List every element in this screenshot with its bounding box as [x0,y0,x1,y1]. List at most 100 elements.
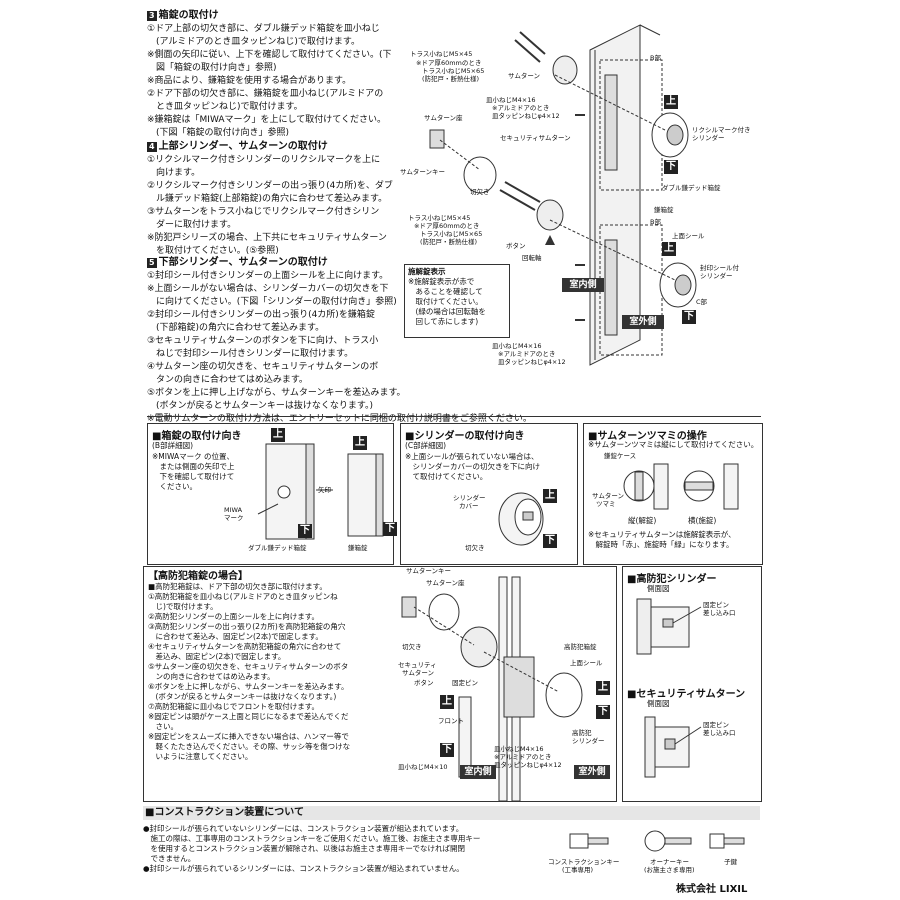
label-truss-note-2a: ※ドア厚60mmのとき [414,222,480,230]
panel-a-drawing [257,443,384,540]
panel-a-line: 下を確認して取付けて [152,472,235,481]
high-sec-thumb-a: セキュリティ [398,661,437,669]
high-line: ⑤サムターン座の切欠きを、セキュリティサムターンのボタ [148,662,349,671]
high-line: ②高防犯シリンダーの上面シールを上に向けます。 [148,612,319,621]
high-outdoor: 室外側 [574,765,610,779]
owner-key-label: オーナーキー [650,858,689,866]
label-truss-note-2b: トラス小ねじM5×65 [420,230,483,238]
divider-1 [147,416,761,417]
section4-line: ※防犯戸シリーズの場合、上下共にセキュリティサムターン [147,233,387,243]
label-thumb-key: サムターンキー [400,168,446,176]
release-title: 施解錠表示 [408,267,446,276]
high-front: フロント [438,717,464,725]
panel-c-knob-a: サムターン [592,492,625,500]
label-truss-note-1a: ※ドア厚60mmのとき [416,59,482,67]
section4-line: ③サムターンをトラス小ねじでリクシルマーク付きシリン [147,207,380,217]
high-security-section: 【高防犯箱錠の場合】 ■高防犯箱錠は、ドア下部の切欠き部に取付けます。①高防犯箱… [143,566,617,802]
section3-line: ※鎌箱錠は「MIWAマーク」を上にして取付けてください。 [147,115,386,125]
section3-title-text: 箱錠の取付け [158,10,219,21]
high-up-2: 上 [596,681,610,695]
high-line: さい。 [148,722,178,731]
label-part-c: C部 [696,298,708,306]
panel-b-line: ※上面シールが張られていない場合は、 [405,452,539,461]
panel-a-line: ください。 [152,482,197,491]
label-seal-cylinder-b: シリンダー [700,272,733,280]
side-views-panel: ■高防犯シリンダー 側面図 ■セキュリティサムターン 側面図 固定ピン 差し込み… [622,566,762,802]
construction-line: を使用するとコンストラクション装置が解除され、以後はお施主さま専用キーでなければ… [143,844,465,853]
release-line: 取付けてください。 [408,297,483,306]
panel-lock-orientation: ■箱錠の取付け向き (B部詳細図) ※MIWAマーク の位置、 または側面の矢印… [147,423,397,565]
panel-c-foot-line: ※セキュリティサムターンは施解錠表示が、 [588,530,736,539]
panel-thumbturn-operation: ■サムターンツマミの操作 ※サムターンツマミは縦にして取付けてください。 鎌錠ケ… [583,423,763,565]
label-thumb-seat: サムターン座 [424,114,463,122]
panel-cylinder-orientation: ■シリンダーの取付け向き (C部詳細図) ※上面シールが張られていない場合は、 … [400,423,578,565]
construction-line: 施工の際は、工事専用のコンストラクションキーをご使用ください。施工後、お施主さま… [143,834,481,843]
label-truss-screw-1: トラス小ねじM5×45 [410,50,473,58]
section4-line: ダーに取付けます。 [147,220,237,230]
section5-title-text: 下部シリンダー、サムターンの取付け [158,257,328,268]
high-sec-thumb-b: サムターン [402,669,435,677]
section5-line: ④サムターン座の切欠きを、セキュリティサムターンのボ [147,362,379,372]
section5-line: ①封印シール付きシリンダーの上面シールを上に向けます。 [147,271,389,281]
construction-line: できません。 [143,854,196,863]
section3-line: (下図「箱錠の取付け向き」参照) [147,128,290,138]
tag-up-1: 上 [664,95,678,109]
high-screw-1: 皿小ねじM4×16 [494,745,544,753]
high-notch: 切欠き [402,643,422,651]
construction-header-bar: ■コンストラクション装置について [143,806,760,820]
panel-a-caption-1: ダブル鎌デッド箱錠 [248,544,307,552]
high-screw-2: 皿小ねじM4×10 [398,763,448,771]
panel-b-title: ■シリンダーの取付け向き [405,431,525,442]
panel-c-knob-b: ツマミ [596,500,616,508]
section3-line: ②ドア下部の切欠き部に、鎌箱錠を皿小ねじ(アルミドアの [147,89,384,99]
label-notch: 切欠き [470,188,490,196]
section4-body: ①リクシルマーク付きシリンダーのリクシルマークを上に 向けます。②リクシルマーク… [147,154,393,258]
section5-line: ②封印シール付きシリンダーの出っ張り(4カ所)を鎌箱錠 [147,310,375,320]
tag-down-1: 下 [664,160,678,174]
high-line: ※固定ピンをスムーズに挿入できない場合は、ハンマー等で [148,732,349,741]
release-line: あることを確認して [408,287,483,296]
label-double-dead-lock: ダブル鎌デッド箱錠 [662,184,721,192]
section4-line: 向けます。 [147,168,201,178]
label-truss-note-2c: (防犯戸・断熱仕様) [420,238,478,246]
panel-a-mark: マーク [224,514,244,522]
section5-number: 5 [147,258,157,268]
section4-number: 4 [147,142,157,152]
label-part-b-2: B部 [650,218,661,226]
side-cyl-title: ■高防犯シリンダー [627,574,717,585]
high-line: に合わせて差込み、固定ピン(2本)で固定します。 [148,632,323,641]
section5-line: ③セキュリティサムターンのボタンを下に向け、トラス小 [147,336,379,346]
label-flat-screw-2: 皿小ねじM4×16 [492,342,542,350]
label-security-thumbturn: セキュリティサムターン [500,134,571,142]
panel-a-miwa: MIWA [224,506,243,514]
high-title: 【高防犯箱錠の場合】 [148,571,248,582]
label-top-seal: 上面シール [672,232,705,240]
section5-line: (ボタンが戻るとサムターンキーは抜けなくなります。) [147,401,373,411]
panel-b-line: て取付けてください。 [405,472,488,481]
label-rotate-axis: 回転軸 [522,254,542,262]
construction-key-note: (工事専用) [562,866,594,874]
panel-b-subtitle: (C部詳細図) [405,441,447,450]
label-truss-note-1c: (防犯戸・断熱仕様) [422,75,480,83]
section4-line: を取付けてください。(⑤参照) [147,246,279,256]
panel-a-line: または側面の矢印で上 [152,462,235,471]
section5-line: ⑤ボタンを上に押し上げながら、サムターンキーを差込みます。 [147,388,406,398]
panel-a-caption-2: 鎌箱錠 [348,544,368,552]
label-truss-screw-2: トラス小ねじM5×45 [408,214,471,222]
panel-b-up: 上 [543,489,557,503]
label-thumbturn: サムターン [508,72,541,80]
construction-line: ●封印シールが張られているシリンダーには、コンストラクション装置が組込まれていま… [143,864,464,873]
side-cyl-pin-a: 固定ピン [703,601,729,609]
side-cyl-pin-b: 差し込み口 [703,609,736,617]
section4-line: ル鎌デッド箱錠(上部箱錠)の角穴に合わせて差込みます。 [147,194,388,204]
label-flat-screw-2-note-a: ※アルミドアのとき [498,350,556,358]
high-cylinder-b: シリンダー [572,737,605,745]
high-screw-1-note-b: 皿タッピンねじφ4×12 [494,761,562,769]
high-line: ③高防犯シリンダーの出っ張り(2カ所)を高防犯箱錠の角穴 [148,622,346,631]
panel-c-lines: ※サムターンツマミは縦にして取付けてください。 [588,440,758,450]
side-thumb-subtitle: 側面図 [647,699,670,708]
keys-drawing [569,830,745,852]
section5-line: ねじで封印シール付きシリンダーに取付けます。 [147,349,354,359]
